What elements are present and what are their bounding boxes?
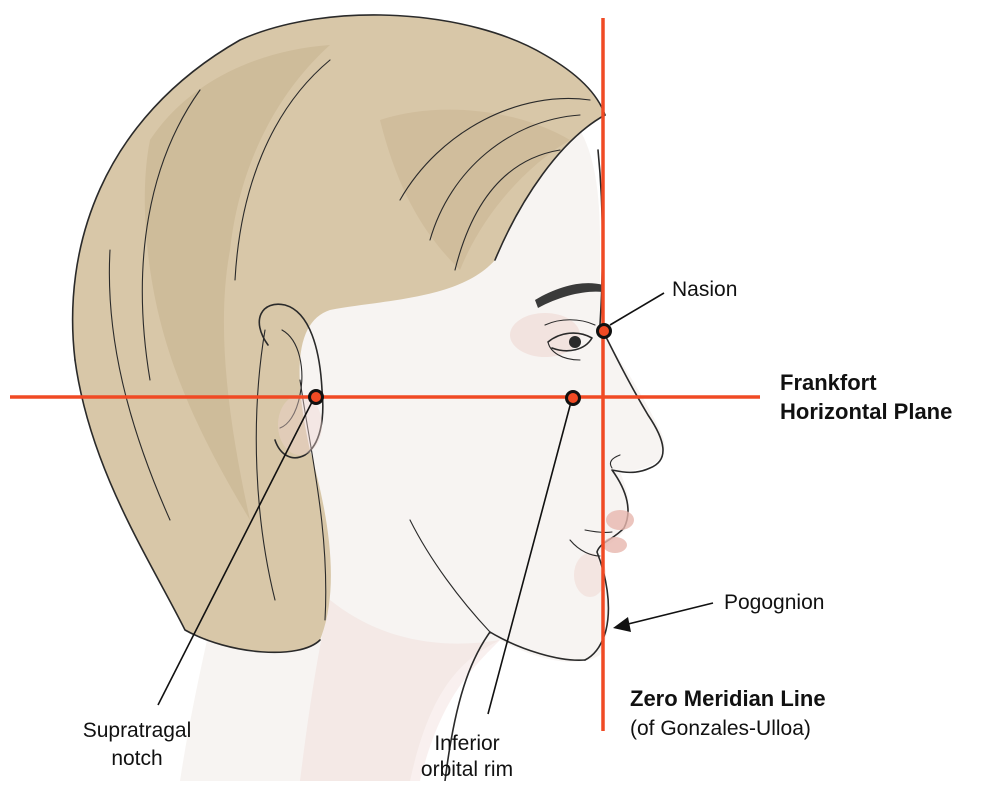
landmark-dot-supratragal-notch: [310, 391, 323, 404]
label-supratragal-line2: notch: [111, 747, 162, 770]
label-inferior-orbital-line1: Inferior: [434, 732, 499, 755]
landmark-dot-nasion: [598, 325, 611, 338]
label-nasion: Nasion: [672, 278, 737, 301]
label-zero-meridian-line2: (of Gonzales-Ulloa): [630, 717, 811, 740]
arrow-head: [613, 617, 631, 632]
label-supratragal-line1: Supratragal: [83, 719, 192, 742]
label-zero-meridian-line1: Zero Meridian Line: [630, 686, 826, 711]
label-inferior-orbital-line2: orbital rim: [421, 758, 513, 781]
label-frankfort-line2: Horizontal Plane: [780, 399, 952, 424]
pogognion-arrow-line: [624, 603, 713, 625]
landmark-dot-inferior-orbital-rim: [567, 392, 580, 405]
label-frankfort-line1: Frankfort: [780, 370, 877, 395]
nasion-leader: [610, 293, 664, 325]
label-pogognion: Pogognion: [724, 591, 824, 614]
chin-blush: [574, 553, 606, 597]
